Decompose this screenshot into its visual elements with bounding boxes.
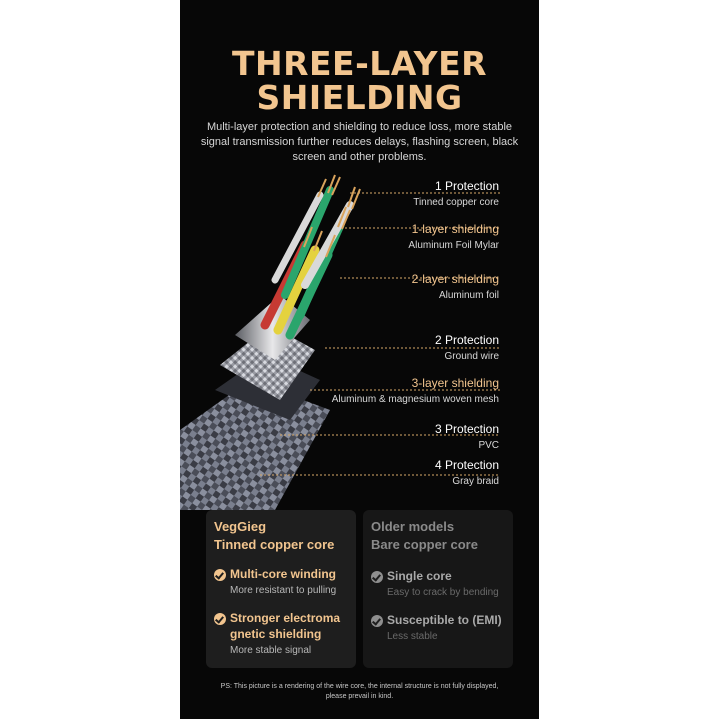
callout-heading: 3-layer shielding: [411, 376, 499, 390]
page-title-line2: SHIELDING: [256, 78, 463, 117]
feature-emi: Susceptible to (EMI) Less stable: [371, 612, 516, 644]
callout-1-layer-shielding: 1-layer shielding Aluminum Foil Mylar: [408, 222, 499, 252]
callout-2-protection: 2 Protection Ground wire: [435, 333, 499, 363]
feature-shielding: Stronger electroma gnetic shielding More…: [214, 610, 359, 658]
callout-sub: Tinned copper core: [413, 197, 499, 208]
page-subtitle: Multi-layer protection and shielding to …: [200, 121, 519, 163]
page-title-line1: THREE-LAYER: [231, 44, 488, 83]
callout-heading: 3 Protection: [434, 422, 499, 436]
feature-sub: More resistant to pulling: [230, 585, 337, 596]
product-panel: THREE-LAYER SHIELDING Multi-layer protec…: [180, 0, 539, 719]
feature-title: Stronger electroma gnetic shielding: [230, 611, 341, 641]
card-core-type: Bare copper core: [371, 537, 478, 552]
card-core-type: Tinned copper core: [214, 537, 335, 552]
callout-sub: Ground wire: [444, 351, 499, 362]
check-icon: [371, 571, 383, 583]
feature-title: Multi-core winding: [230, 567, 336, 581]
callout-sub: Aluminum & magnesium woven mesh: [331, 394, 499, 405]
feature-title: Susceptible to (EMI): [387, 613, 502, 627]
callout-heading: 4 Protection: [434, 458, 499, 472]
check-icon: [214, 569, 226, 581]
callout-heading: 2 Protection: [434, 333, 499, 347]
callout-2-layer-shielding: 2-layer shielding Aluminum foil: [412, 272, 499, 302]
callout-3-protection: 3 Protection PVC: [435, 422, 499, 452]
feature-multi-core: Multi-core winding More resistant to pul…: [214, 566, 359, 598]
callout-heading: 2-layer shielding: [411, 272, 499, 286]
cable-illustration: [180, 174, 500, 510]
check-icon: [214, 613, 226, 625]
comparison-card-veggieg: VegGieg Tinned copper core Multi-core wi…: [206, 510, 356, 668]
feature-sub: Easy to crack by bending: [387, 587, 499, 598]
callout-sub: PVC: [478, 440, 499, 451]
callout-heading: 1 Protection: [434, 179, 499, 193]
callout-heading: 1-layer shielding: [411, 222, 499, 236]
callout-3-layer-shielding: 3-layer shielding Aluminum & magnesium w…: [332, 376, 499, 406]
card-brand: Older models: [371, 519, 455, 534]
footnote: PS: This picture is a rendering of the w…: [220, 683, 499, 700]
callout-sub: Gray braid: [452, 476, 499, 487]
callout-sub: Aluminum Foil Mylar: [408, 240, 499, 251]
callout-4-protection: 4 Protection Gray braid: [435, 458, 499, 488]
feature-sub: More stable signal: [230, 645, 312, 656]
comparison-card-older: Older models Bare copper core Single cor…: [363, 510, 513, 668]
check-icon: [371, 615, 383, 627]
callout-1-protection: 1 Protection Tinned copper core: [413, 179, 499, 209]
feature-title: Single core: [387, 569, 452, 583]
card-brand: VegGieg: [214, 519, 267, 534]
callout-sub: Aluminum foil: [438, 290, 499, 301]
feature-single-core: Single core Easy to crack by bending: [371, 568, 516, 600]
feature-sub: Less stable: [387, 631, 438, 642]
